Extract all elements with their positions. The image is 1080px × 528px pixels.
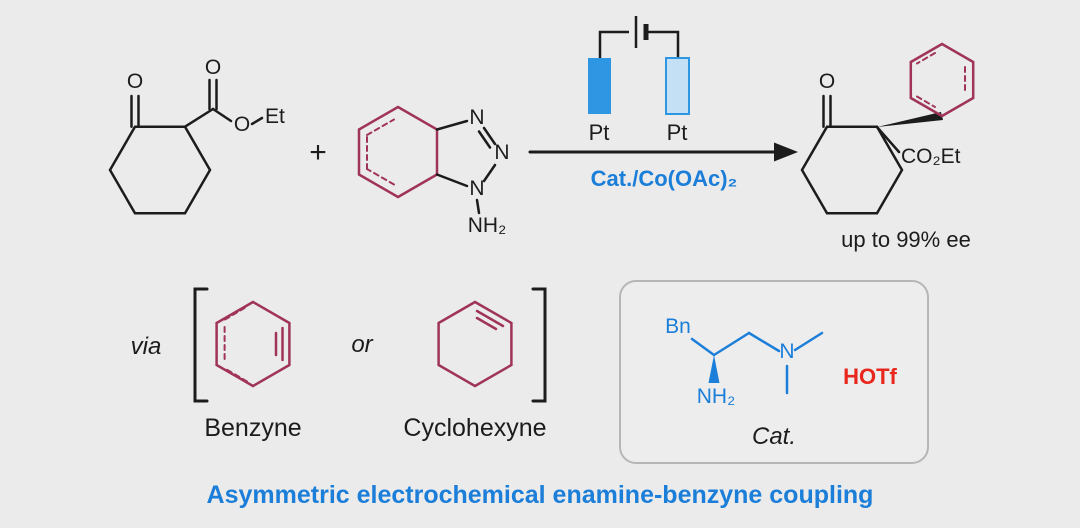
aromatic-dash	[916, 95, 936, 108]
catalyst-structure: Bn NH₂ N	[665, 315, 824, 408]
catalyst-box-frame	[619, 280, 929, 464]
amino-group-label: NH₂	[468, 214, 506, 237]
dimethylamino-n-label: N	[779, 340, 794, 363]
via-text: via	[131, 333, 162, 360]
cyclohexane-ring	[108, 125, 212, 215]
cyclohexyne-structure	[437, 300, 513, 388]
n-n-double-bond	[482, 126, 497, 146]
ee-note: up to 99% ee	[841, 227, 971, 252]
product-aryl-ring	[909, 42, 975, 118]
catalyst-box: Bn NH₂ N HOTf Cat.	[619, 280, 929, 464]
cathode-label: Pt	[667, 120, 688, 145]
o-et-bond	[250, 116, 264, 126]
cyclohexyne-ring	[437, 300, 513, 388]
benzyne-ring	[215, 300, 291, 388]
electrode-cathode	[665, 57, 690, 115]
cyclohexyne-triple-bond	[475, 316, 498, 331]
aromatic-dash	[224, 367, 248, 383]
amine-label: NH₂	[697, 385, 735, 408]
product-ketone-oxygen-label: O	[819, 70, 835, 93]
conditions-text: Cat./Co(OAc)₂	[591, 166, 738, 191]
cell-wire-left	[598, 30, 629, 58]
ester-c-o-bond	[211, 107, 233, 123]
aromatic-dash	[224, 305, 248, 321]
bracket-right	[531, 287, 547, 403]
product-ester-label: CO₂Et	[901, 145, 961, 168]
ester-oxygen-label: O	[234, 113, 250, 136]
cyclohexyne-label: Cyclohexyne	[403, 414, 546, 442]
triazole-n-mid-label: N	[494, 141, 509, 164]
product-structure: O CO₂Et up to 99% ee	[800, 42, 975, 252]
benzyne-structure	[215, 300, 291, 388]
bn-c-bond	[690, 337, 716, 357]
ester-substituent-bond	[875, 125, 901, 154]
reactant-ketoester: O O O Et	[108, 56, 285, 215]
ketone-oxygen-label: O	[127, 70, 143, 93]
benzo-ring	[357, 105, 439, 199]
reaction-arrow	[528, 142, 798, 162]
cell-wire-right	[648, 30, 680, 58]
amine-stereo-wedge	[708, 355, 720, 383]
catalyst-label: Cat.	[752, 423, 796, 450]
electrochemical-cell: Pt Pt	[588, 16, 690, 145]
caption: Asymmetric electrochemical enamine-benzy…	[207, 481, 874, 509]
triazole-n-top-label: N	[469, 106, 484, 129]
arrow-head	[774, 142, 798, 162]
or-text: or	[351, 331, 373, 358]
electrode-anode	[588, 58, 611, 114]
c-c-bond	[712, 331, 751, 357]
reactant-aminobenzotriazole: N N N NH₂	[357, 105, 510, 237]
aromatic-dash	[366, 168, 395, 186]
n-n-double-bond	[477, 130, 492, 149]
n-methyl-bond	[793, 331, 824, 352]
c-n-bond	[435, 119, 469, 131]
benzyne-label: Benzyne	[204, 414, 301, 442]
n-n-bond	[482, 163, 497, 183]
bracket-left	[193, 287, 209, 403]
n-nh2-bond	[475, 198, 481, 215]
anode-label: Pt	[589, 120, 610, 145]
ethyl-label: Et	[265, 105, 285, 128]
n-c-bond	[435, 173, 469, 188]
triazole-n-bottom-label: N	[469, 177, 484, 200]
aromatic-dash	[916, 52, 936, 65]
aromatic-dash	[366, 118, 395, 136]
stereo-wedge-bond	[877, 112, 943, 127]
ester-carbonyl-oxygen-label: O	[205, 56, 221, 79]
plus-sign: +	[309, 136, 327, 169]
cyclohexyne-triple-bond	[475, 309, 505, 328]
benzyl-label: Bn	[665, 315, 691, 338]
hotf-label: HOTf	[843, 364, 897, 389]
ester-bond	[183, 107, 215, 128]
c-n-bond	[747, 331, 781, 353]
